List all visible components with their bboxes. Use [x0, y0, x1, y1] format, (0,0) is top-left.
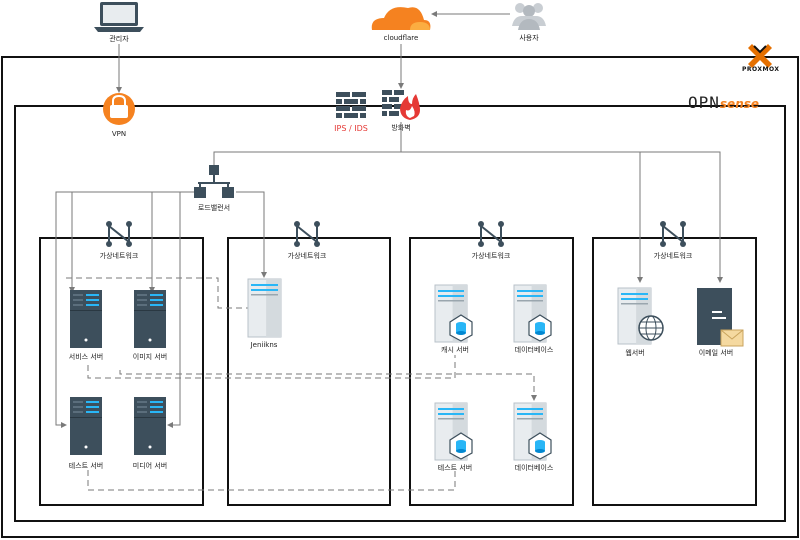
- virtual-network-icon: [478, 221, 504, 247]
- cloudflare-label: cloudflare: [383, 34, 419, 42]
- virtual-network-icon: [294, 221, 320, 247]
- proxmox-frame: [1, 56, 799, 538]
- admin-label: 관리자: [109, 35, 129, 43]
- virtual-network-icon: [106, 221, 132, 247]
- dashed-lines: [66, 277, 537, 491]
- proxmox-logo-icon: [748, 44, 772, 68]
- virtual-network-icon: [660, 221, 686, 247]
- web-server-icon: [617, 287, 664, 345]
- cloudflare-icon: [371, 7, 431, 30]
- load-balancer-label: 로드밸런서: [197, 204, 231, 212]
- opnsense-suffix: sense: [719, 97, 760, 111]
- laptop-icon: [94, 2, 144, 32]
- image-server-label: 이미지 서버: [132, 353, 168, 361]
- test-server-2-label: 테스트 서버: [437, 464, 473, 472]
- mail-server-label: 이메일 서버: [698, 349, 734, 357]
- cache-server-icon: [434, 284, 473, 343]
- jenkins-label: Jeniikns: [250, 341, 278, 349]
- vpn-lock-icon: [103, 93, 135, 125]
- database-2-label: 데이터베이스: [514, 464, 554, 472]
- media-server-icon: [134, 397, 166, 455]
- jenkins-server-icon: [247, 278, 282, 338]
- opnsense-prefix: OPN: [688, 93, 720, 112]
- database-icon: [513, 284, 552, 343]
- connection-lines: [55, 11, 723, 428]
- network-label-3: 가상네트워크: [471, 252, 511, 260]
- mail-server-icon: [697, 288, 744, 347]
- cache-server-label: 캐시 서버: [441, 346, 469, 354]
- network-box-4: [592, 237, 757, 506]
- proxmox-brand-label: PROXMOX: [742, 66, 780, 73]
- test-server-2-icon: [434, 402, 473, 461]
- vpn-label: VPN: [111, 130, 127, 138]
- network-label-4: 가상네트워크: [653, 252, 693, 260]
- opnsense-frame: [14, 105, 786, 522]
- service-server-label: 서비스 서버: [68, 353, 104, 361]
- network-label-1: 가상네트워크: [99, 252, 139, 260]
- opnsense-logo: OPNsense: [688, 94, 759, 113]
- user-label: 사용자: [519, 34, 539, 42]
- service-server-icon: [70, 290, 102, 348]
- web-server-label: 웹서버: [625, 349, 645, 357]
- network-label-2: 가상네트워크: [287, 252, 327, 260]
- firewall-label: 방화벽: [391, 124, 411, 132]
- firewall-icon: [382, 90, 420, 120]
- network-box-3: [409, 237, 574, 506]
- load-balancer-icon: [194, 165, 234, 198]
- network-box-1: [39, 237, 204, 506]
- database-label: 데이터베이스: [514, 346, 554, 354]
- test-server-label: 테스트 서버: [68, 462, 104, 470]
- media-server-label: 미디어 서버: [132, 462, 168, 470]
- image-server-icon: [134, 290, 166, 348]
- network-box-2: [227, 237, 391, 506]
- users-icon: [512, 3, 546, 30]
- test-server-icon: [70, 397, 102, 455]
- ips-ids-wall-icon: [336, 92, 366, 118]
- ips-ids-label: IPS / IDS: [334, 124, 368, 133]
- database-2-icon: [513, 402, 552, 461]
